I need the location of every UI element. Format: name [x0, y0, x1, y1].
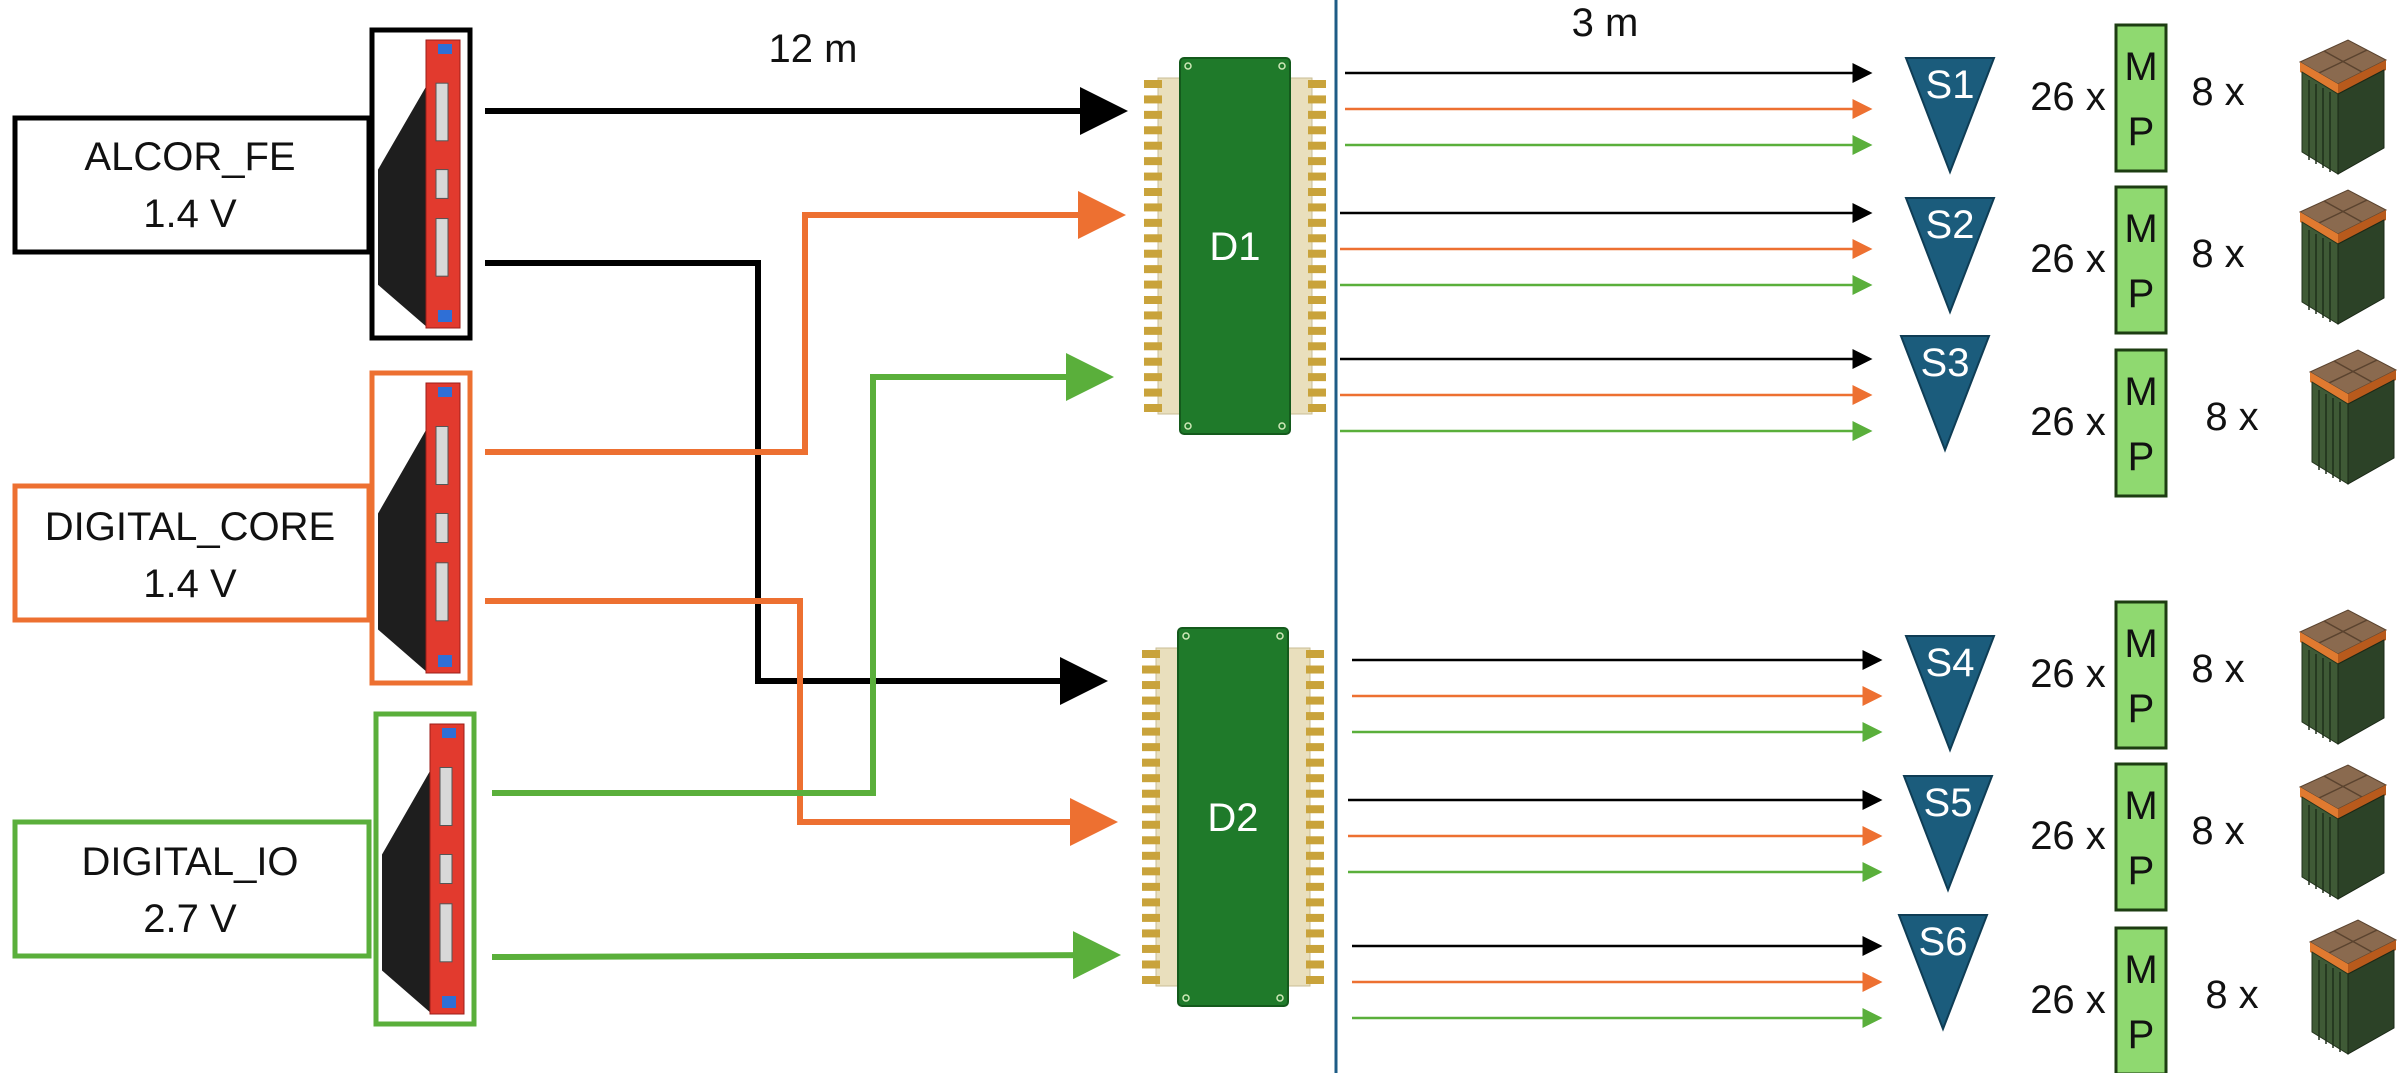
- module-count: 8 x: [2191, 647, 2244, 691]
- module-count: 8 x: [2205, 973, 2258, 1017]
- sector-row-s3: S3 26 x MP 8 x: [1899, 335, 2398, 498]
- supply-alcor-fe: ALCOR_FE 1.4 V: [12, 115, 372, 255]
- supply-voltage: 1.4 V: [143, 192, 237, 236]
- supply-name: DIGITAL_IO: [81, 840, 298, 884]
- detector-module-icon: [2308, 919, 2398, 1055]
- sector-triangle: [1904, 635, 1996, 753]
- cable-fe-to-d2: [485, 260, 1108, 705]
- sector-label: S1: [1926, 63, 1975, 107]
- power-supply-module-icon: [369, 370, 473, 686]
- power-supply-module-icon: [369, 27, 473, 341]
- distribution-board-d1: D1: [1144, 57, 1326, 435]
- cable-length-short: 3 m: [1572, 1, 1639, 45]
- cable-io-to-d1: [492, 353, 1114, 796]
- mp-letter-bottom: P: [2128, 849, 2155, 893]
- sector-row-s5: S5 26 x MP 8 x: [1902, 762, 2388, 912]
- mp-letter-top: M: [2124, 207, 2157, 251]
- board-label: D1: [1209, 225, 1260, 269]
- sector-label: S6: [1919, 920, 1968, 964]
- mp-box: [2114, 348, 2168, 498]
- detector-module-icon: [2298, 189, 2388, 325]
- cable-length-long: 12 m: [769, 27, 858, 71]
- sector-triangle: [1904, 57, 1996, 175]
- sector-count: 26 x: [2030, 814, 2106, 858]
- board-label: D2: [1207, 796, 1258, 840]
- distribution-board-d2: D2: [1142, 627, 1324, 1007]
- sector-count: 26 x: [2030, 652, 2106, 696]
- mp-letter-top: M: [2124, 622, 2157, 666]
- cable-core-to-d1: [485, 191, 1126, 455]
- detector-module-icon: [2298, 39, 2388, 175]
- supply-name: ALCOR_FE: [84, 135, 295, 179]
- supply-voltage: 1.4 V: [143, 562, 237, 606]
- sector-count: 26 x: [2030, 75, 2106, 119]
- sector-row-s6: S6 26 x MP 8 x: [1897, 914, 2398, 1073]
- sector-label: S4: [1926, 641, 1975, 685]
- mp-letter-top: M: [2124, 948, 2157, 992]
- mp-box: [2114, 23, 2168, 173]
- mp-letter-top: M: [2124, 784, 2157, 828]
- cable-io-to-d2: [491, 931, 1121, 980]
- mp-letter-top: M: [2124, 370, 2157, 414]
- detector-module-icon: [2298, 764, 2388, 900]
- sector-row-s2: S2 26 x MP 8 x: [1904, 185, 2388, 335]
- sector-triangle: [1904, 197, 1996, 315]
- supply-name: DIGITAL_CORE: [45, 505, 335, 549]
- sector-triangle: [1902, 775, 1994, 893]
- detector-module-icon: [2308, 349, 2398, 485]
- long-cables: [485, 87, 1128, 980]
- mp-box: [2114, 185, 2168, 335]
- mp-box: [2114, 926, 2168, 1073]
- sector-row-s1: S1 26 x MP 8 x: [1904, 23, 2388, 175]
- sector-label: S3: [1921, 341, 1970, 385]
- sector-count: 26 x: [2030, 978, 2106, 1022]
- sector-triangle: [1899, 335, 1991, 453]
- cable-core-to-d2: [485, 598, 1118, 846]
- mp-letter-bottom: P: [2128, 1013, 2155, 1057]
- supply-digital-io: DIGITAL_IO 2.7 V: [12, 819, 372, 959]
- mp-letter-bottom: P: [2128, 687, 2155, 731]
- sector-label: S5: [1924, 781, 1973, 825]
- mp-letter-bottom: P: [2128, 110, 2155, 154]
- module-count: 8 x: [2191, 809, 2244, 853]
- mp-box: [2114, 762, 2168, 912]
- sector-count: 26 x: [2030, 400, 2106, 444]
- mp-box: [2114, 600, 2168, 750]
- power-supply-module-icon: [373, 711, 477, 1027]
- mp-letter-bottom: P: [2128, 435, 2155, 479]
- detector-module-icon: [2298, 609, 2388, 745]
- short-cables: [1340, 63, 1883, 1028]
- module-count: 8 x: [2191, 70, 2244, 114]
- module-count: 8 x: [2205, 395, 2258, 439]
- mp-letter-bottom: P: [2128, 272, 2155, 316]
- module-count: 8 x: [2191, 232, 2244, 276]
- supply-voltage: 2.7 V: [143, 897, 237, 941]
- sector-count: 26 x: [2030, 237, 2106, 281]
- mp-letter-top: M: [2124, 45, 2157, 89]
- sector-triangle: [1897, 914, 1989, 1032]
- sector-label: S2: [1926, 203, 1975, 247]
- supply-digital-core: DIGITAL_CORE 1.4 V: [12, 483, 372, 623]
- sector-row-s4: S4 26 x MP 8 x: [1904, 600, 2388, 753]
